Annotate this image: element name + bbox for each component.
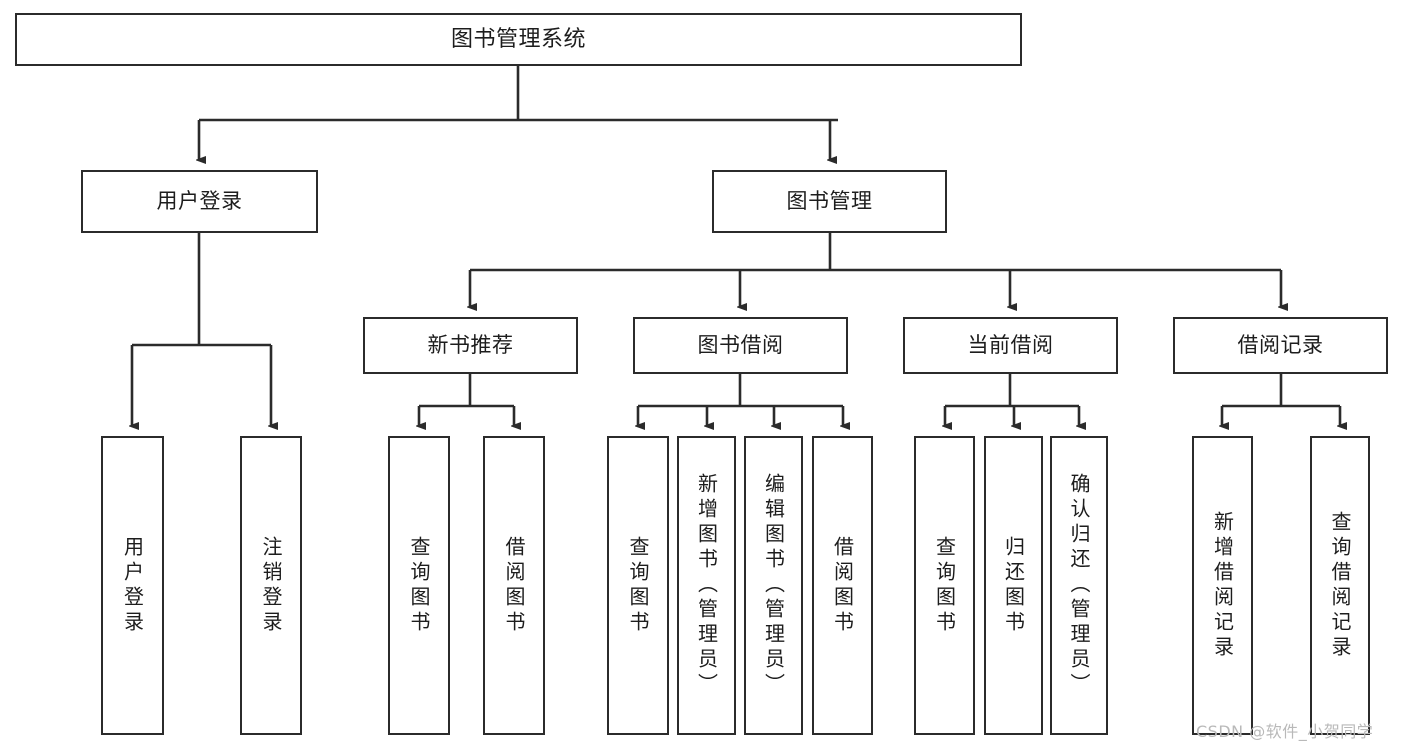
leaf-confirm-return-admin-label: 确认归还（管理员） (1067, 473, 1091, 698)
leaf-borrow-book-2[interactable]: 借阅图书 (812, 436, 873, 735)
l1-user-login[interactable]: 用户登录 (81, 170, 318, 233)
leaf-confirm-return-admin[interactable]: 确认归还（管理员） (1050, 436, 1108, 735)
l2-new-book-rec-label: 新书推荐 (427, 333, 514, 358)
leaf-query-book-1-label: 查询图书 (407, 535, 431, 636)
leaf-query-book-1[interactable]: 查询图书 (388, 436, 450, 735)
leaf-borrow-book-2-label: 借阅图书 (830, 535, 855, 636)
leaf-user-login[interactable]: 用户登录 (101, 436, 164, 735)
leaf-return-book-label: 归还图书 (1001, 535, 1026, 636)
l2-new-book-rec[interactable]: 新书推荐 (363, 317, 578, 374)
leaf-query-borrow-record[interactable]: 查询借阅记录 (1310, 436, 1370, 735)
leaf-add-book-admin[interactable]: 新增图书（管理员） (677, 436, 736, 735)
watermark-text: CSDN @软件_小贺同学 (1196, 722, 1374, 741)
root-label: 图书管理系统 (450, 26, 586, 52)
leaf-logout[interactable]: 注销登录 (240, 436, 302, 735)
leaf-query-book-2-label: 查询图书 (626, 535, 650, 636)
leaf-logout-label: 注销登录 (259, 535, 283, 636)
l2-book-borrow-label: 图书借阅 (697, 333, 784, 358)
leaf-return-book[interactable]: 归还图书 (984, 436, 1043, 735)
leaf-query-book-3-label: 查询图书 (932, 535, 957, 636)
l2-current-borrow-label: 当前借阅 (967, 333, 1054, 358)
leaf-edit-book-admin-label: 编辑图书（管理员） (761, 473, 786, 698)
leaf-add-book-admin-label: 新增图书（管理员） (694, 473, 719, 698)
leaf-borrow-book-1[interactable]: 借阅图书 (483, 436, 545, 735)
leaf-borrow-book-1-label: 借阅图书 (502, 535, 526, 636)
l2-current-borrow[interactable]: 当前借阅 (903, 317, 1118, 374)
l1-book-manage[interactable]: 图书管理 (712, 170, 947, 233)
root[interactable]: 图书管理系统 (15, 13, 1022, 66)
l1-book-manage-label: 图书管理 (786, 189, 873, 214)
l2-book-borrow[interactable]: 图书借阅 (633, 317, 848, 374)
leaf-query-book-3[interactable]: 查询图书 (914, 436, 975, 735)
leaf-query-book-2[interactable]: 查询图书 (607, 436, 669, 735)
l2-borrow-record-label: 借阅记录 (1237, 333, 1324, 358)
leaf-user-login-label: 用户登录 (120, 535, 145, 636)
leaf-edit-book-admin[interactable]: 编辑图书（管理员） (744, 436, 803, 735)
leaf-query-borrow-record-label: 查询借阅记录 (1328, 510, 1352, 661)
l1-user-login-label: 用户登录 (156, 189, 243, 214)
leaf-add-borrow-record[interactable]: 新增借阅记录 (1192, 436, 1253, 735)
leaf-add-borrow-record-label: 新增借阅记录 (1210, 510, 1235, 661)
l2-borrow-record[interactable]: 借阅记录 (1173, 317, 1388, 374)
